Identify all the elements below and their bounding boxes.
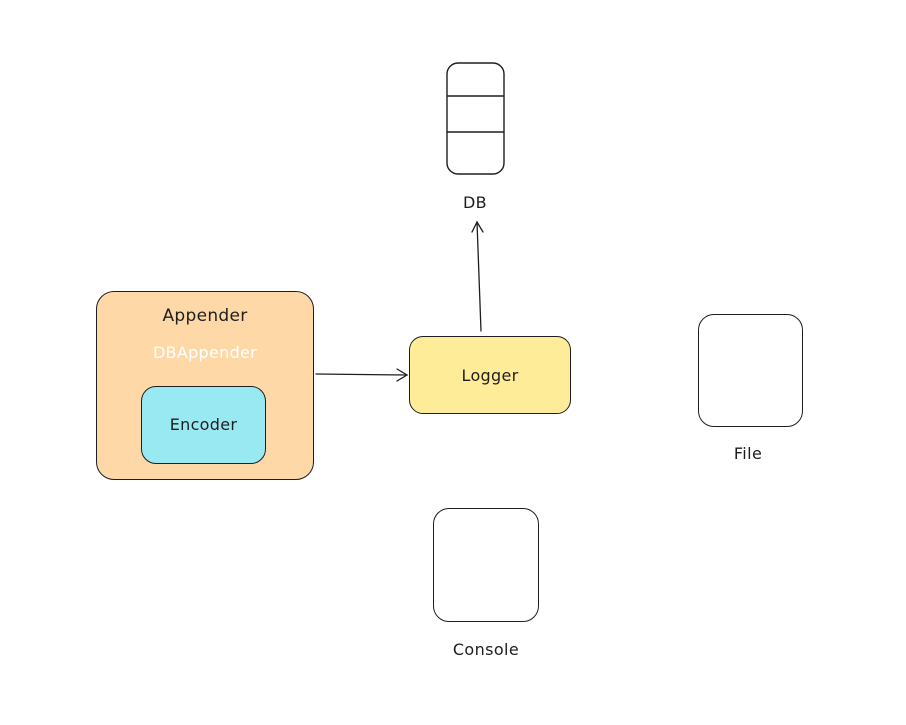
edge-logger-to-db bbox=[471, 220, 484, 332]
edge-appender-to-logger bbox=[315, 368, 409, 382]
appender-subtitle: DBAppender bbox=[152, 343, 258, 362]
encoder-box[interactable]: Encoder bbox=[141, 386, 266, 464]
database-icon[interactable] bbox=[446, 62, 505, 175]
logger-label: Logger bbox=[461, 366, 519, 385]
arrow-line-appender-logger bbox=[315, 373, 408, 376]
file-label: File bbox=[733, 444, 763, 463]
arrow-line-logger-db bbox=[476, 221, 482, 332]
database-icon-shape bbox=[446, 62, 505, 175]
logger-box[interactable]: Logger bbox=[409, 336, 571, 414]
arrow-head-appender-logger bbox=[396, 368, 409, 382]
encoder-label: Encoder bbox=[169, 415, 238, 434]
appender-box[interactable]: Appender DBAppender Encoder bbox=[96, 291, 314, 480]
arrow-head-logger-db bbox=[471, 220, 484, 233]
console-label: Console bbox=[452, 640, 520, 659]
db-label: DB bbox=[462, 193, 488, 212]
console-box[interactable] bbox=[433, 508, 539, 622]
file-box[interactable] bbox=[698, 314, 803, 427]
appender-title: Appender bbox=[162, 306, 248, 326]
